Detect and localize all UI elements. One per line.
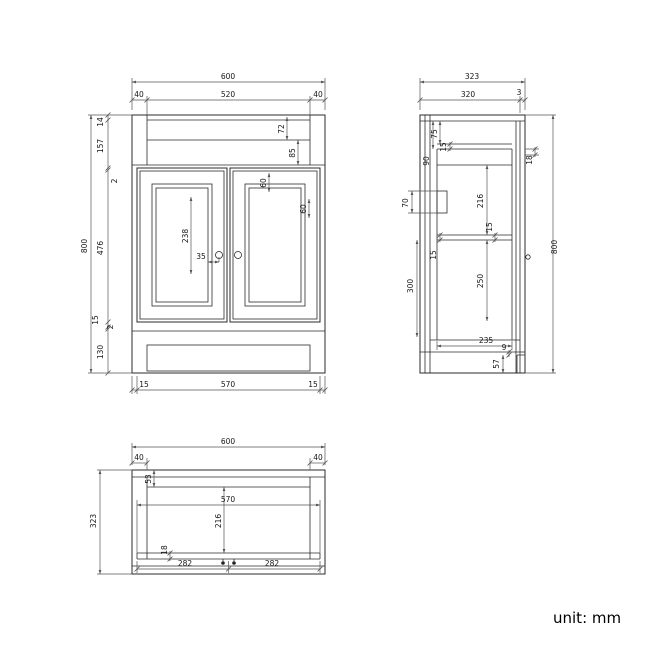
dim-plan-total-depth: 323	[89, 514, 98, 529]
dim-plan-inner-depth: 216	[214, 514, 223, 529]
front-extension-lines	[88, 78, 326, 394]
front-cabinet-body	[131, 114, 326, 374]
side-internal-lines	[420, 115, 525, 373]
side-bracket	[436, 190, 448, 214]
plan-dimension-labels: 600 40 40 323 53 570 216 18 282 282	[89, 437, 323, 568]
dim-front-basin-width: 520	[221, 90, 236, 99]
dim-plan-door-thickness: 18	[160, 545, 169, 555]
plan-right-knob	[232, 561, 236, 565]
dim-front-total-width: 600	[221, 72, 236, 81]
plan-left-knob	[221, 561, 225, 565]
front-right-door-inner	[232, 170, 318, 320]
side-cabinet-body	[419, 114, 526, 374]
front-dimension-ticks	[105, 97, 328, 393]
dim-side-bracket: 70	[401, 198, 410, 208]
dim-front-bottom-gap: 15	[91, 315, 100, 325]
dim-front-basin-depth: 72	[277, 124, 286, 134]
plan-view: 600 40 40 323 53 570 216 18 282 282	[89, 437, 328, 575]
front-top-section-lines	[132, 115, 325, 332]
dim-side-lower-clear-left: 300	[406, 279, 415, 294]
dim-plan-opening-width: 570	[221, 495, 236, 504]
plan-dimension-ticks	[129, 460, 328, 572]
dim-front-door-height: 476	[96, 241, 105, 256]
plan-dimension-lines	[97, 443, 328, 575]
front-dimension-lines	[88, 78, 328, 394]
side-view-outline	[419, 114, 531, 374]
dim-plan-left-offset: 40	[134, 453, 144, 462]
front-right-knob	[234, 251, 242, 259]
dim-front-gap-bottom: 2	[106, 324, 115, 329]
dim-front-base-left: 15	[139, 380, 149, 389]
dim-front-left-offset: 40	[134, 90, 144, 99]
dim-front-base-right: 15	[308, 380, 318, 389]
dim-plan-total-width: 600	[221, 437, 236, 446]
dim-front-base-width: 570	[221, 380, 236, 389]
dim-front-gap-top: 2	[110, 178, 119, 183]
dim-front-panel-height: 238	[181, 229, 190, 244]
dim-front-stile-top2: 60	[299, 204, 308, 214]
front-plinth	[146, 344, 311, 372]
dim-plan-hinge-left: 282	[178, 559, 193, 568]
dim-side-top-thickness: 18	[525, 155, 534, 165]
dim-front-top-to-door: 85	[288, 148, 297, 158]
dim-front-stile-top: 60	[259, 178, 268, 188]
side-view: 323 320 3 800 18 75 15 90 70 216 15 15 3…	[401, 72, 559, 374]
front-dimension-labels: 600 40 520 40 800 14 157 2 476 15 2 130 …	[80, 72, 323, 389]
side-dimension-ticks	[417, 97, 538, 358]
dim-front-total-height: 800	[80, 239, 89, 254]
plan-view-outline	[131, 469, 326, 575]
front-left-panel	[151, 183, 213, 307]
dim-side-lower-clear-right: 250	[476, 274, 485, 289]
dim-side-shelf-thk-left: 15	[429, 250, 438, 260]
dim-side-inner-depth: 235	[479, 336, 494, 345]
front-view: 600 40 520 40 800 14 157 2 476 15 2 130 …	[80, 72, 328, 394]
front-right-panel-inner	[248, 187, 302, 303]
dim-side-rail-a: 75	[430, 129, 439, 139]
dim-side-rail-c: 90	[422, 156, 431, 166]
side-dimension-lines	[408, 78, 556, 374]
dim-front-right-offset: 40	[313, 90, 323, 99]
plan-extension-lines	[97, 443, 326, 575]
side-dimension-labels: 323 320 3 800 18 75 15 90 70 216 15 15 3…	[401, 72, 559, 369]
dim-side-upper-clear: 216	[476, 194, 485, 209]
unit-label: unit: mm	[553, 609, 621, 627]
front-left-door	[136, 167, 228, 323]
dim-side-total-height: 800	[550, 240, 559, 255]
plan-cabinet-body	[131, 469, 326, 575]
dim-side-plinth-height: 57	[492, 359, 501, 369]
dim-side-rail-b: 15	[439, 142, 448, 152]
dim-front-plinth-height: 130	[96, 345, 105, 360]
front-left-panel-inner	[155, 187, 209, 303]
dim-side-body-depth: 320	[461, 90, 476, 99]
dim-front-knob-offset: 35	[196, 252, 206, 261]
front-left-door-inner	[139, 170, 225, 320]
dim-plan-back-rail: 53	[144, 474, 153, 484]
side-knob	[525, 254, 531, 260]
dim-side-total-depth: 323	[465, 72, 480, 81]
dim-front-top-lip: 14	[96, 117, 105, 127]
front-right-door	[229, 167, 321, 323]
dim-front-upper-section: 157	[96, 139, 105, 154]
front-right-panel	[244, 183, 306, 307]
dim-side-back-gap: 3	[517, 88, 522, 97]
dim-plan-hinge-right: 282	[265, 559, 280, 568]
front-view-outline	[131, 114, 326, 374]
dim-side-shelf-thk-right: 15	[485, 222, 494, 232]
plan-knob-stems	[222, 559, 235, 561]
dim-side-toe-gap: 9	[502, 343, 507, 352]
dim-plan-right-offset: 40	[313, 453, 323, 462]
